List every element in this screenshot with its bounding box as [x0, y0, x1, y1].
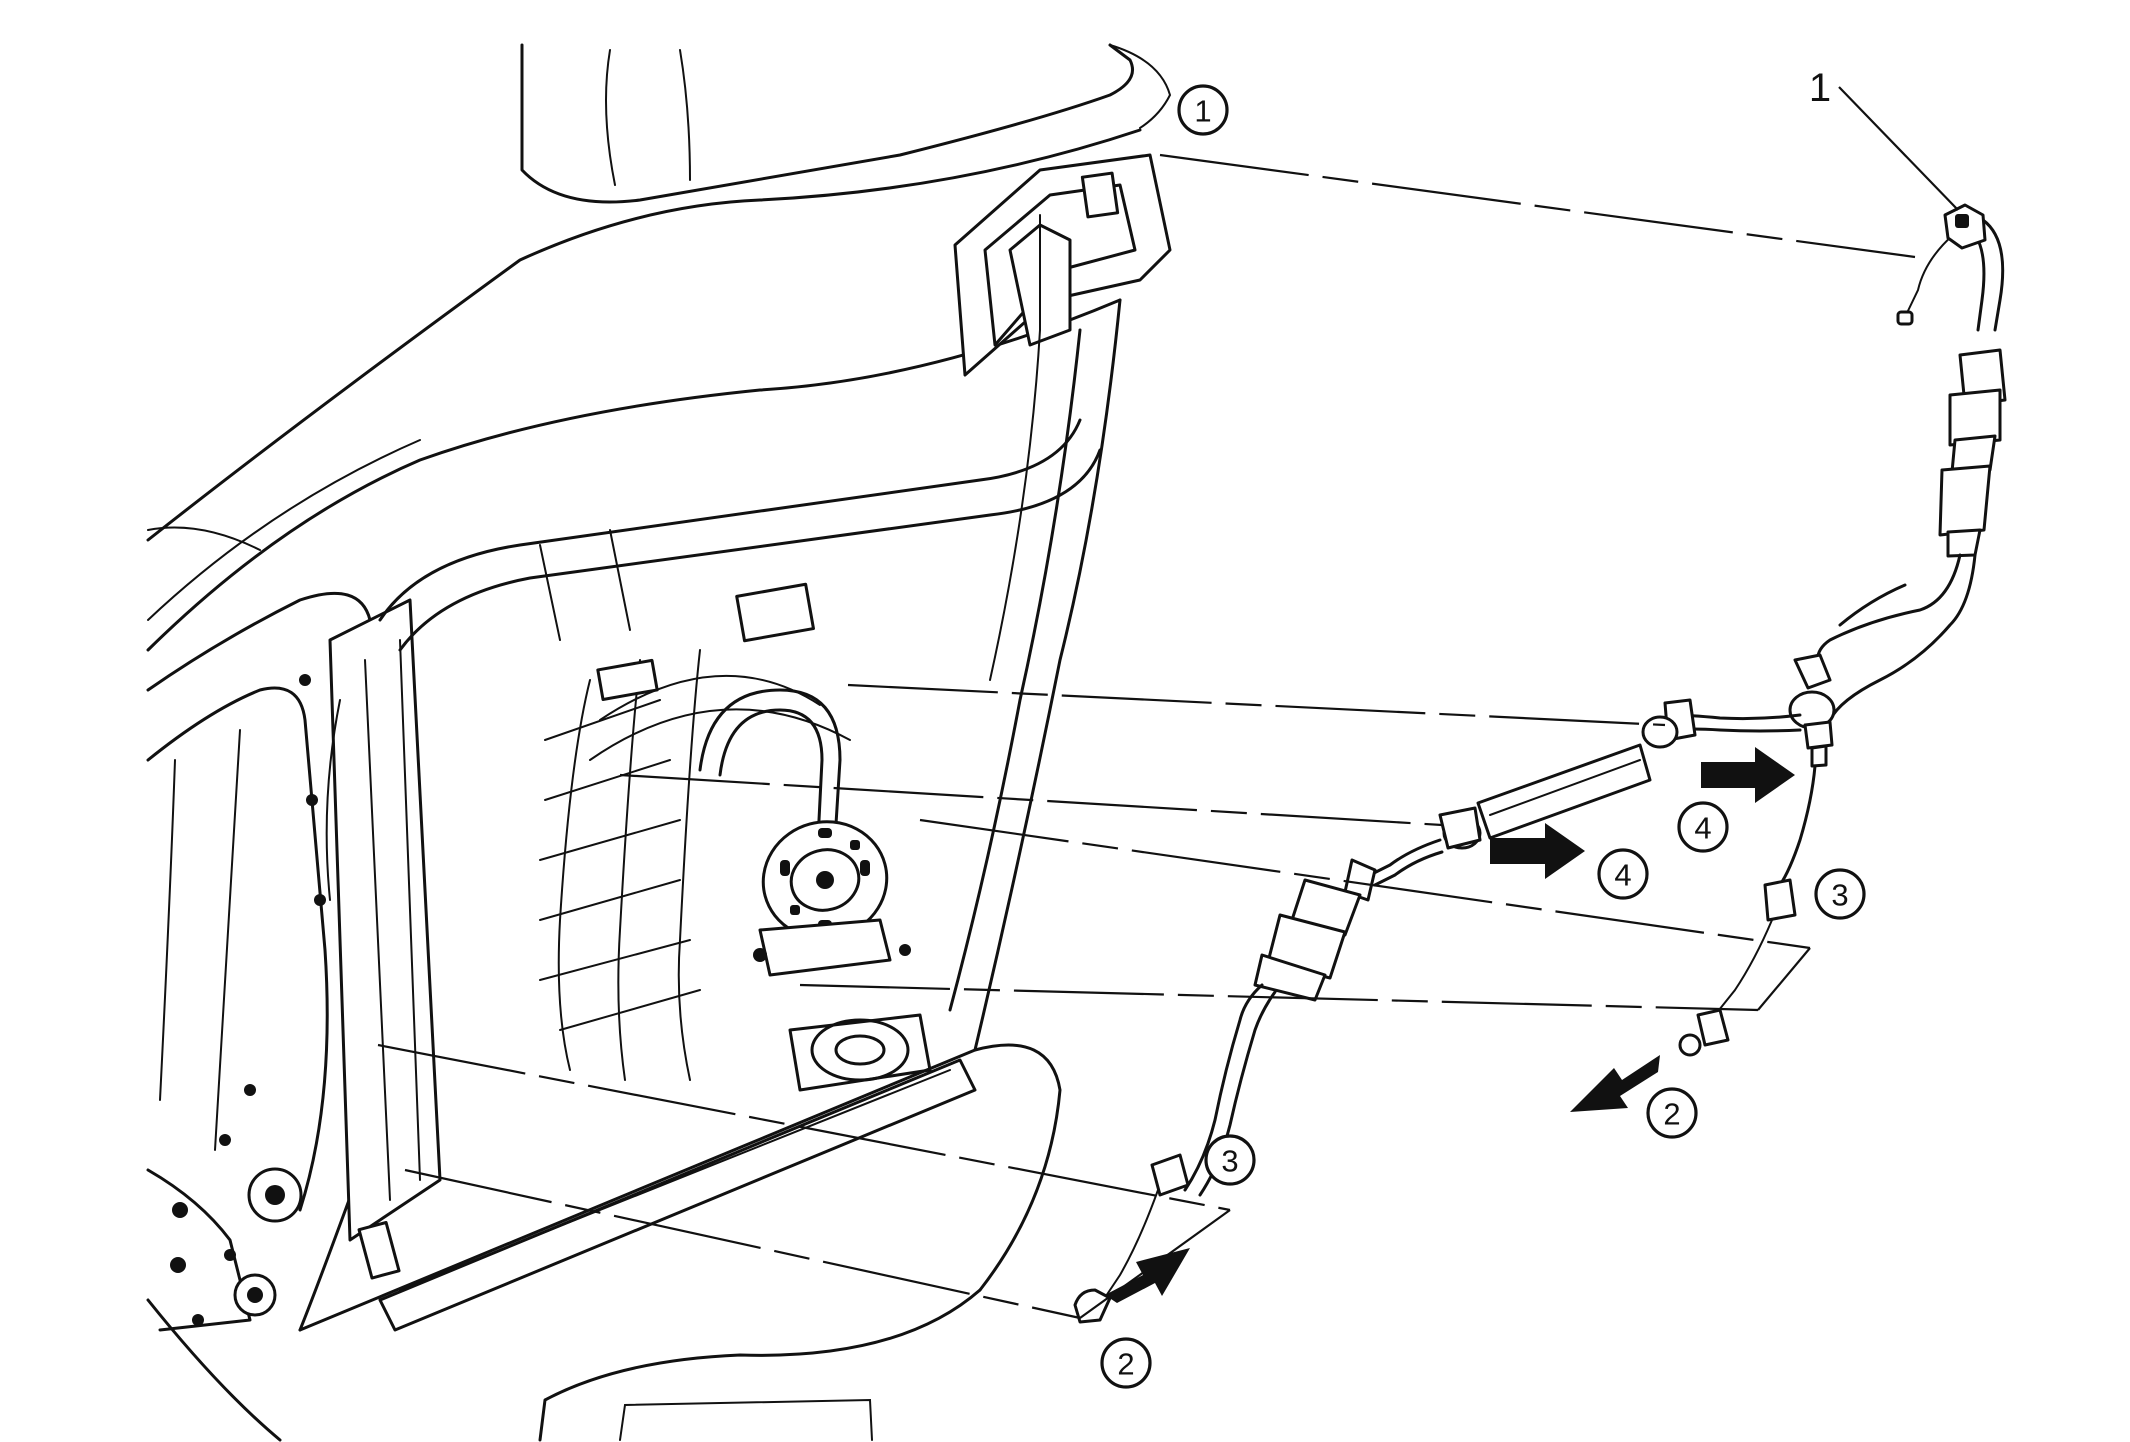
- callout-1: 1: [1177, 84, 1229, 136]
- lumbar-motor: [758, 820, 892, 977]
- svg-text:1: 1: [1194, 94, 1211, 129]
- harness-inline-connector: [1938, 348, 2007, 558]
- callout-4-lower: 4: [1597, 848, 1649, 900]
- svg-text:3: 3: [1831, 878, 1848, 913]
- wiring-harness: [1073, 203, 2007, 1324]
- callout-3-right: 3: [1814, 868, 1866, 920]
- svg-text:4: 4: [1694, 811, 1711, 846]
- callouts: 1 1 4 4 3 2 3 2: [1100, 66, 1866, 1389]
- svg-text:2: 2: [1117, 1347, 1134, 1382]
- direction-arrows: [1105, 747, 1795, 1303]
- harness-cylinder-connector: [1253, 858, 1377, 1002]
- seat-back-assembly: [146, 43, 1172, 1442]
- callout-4-upper: 4: [1677, 801, 1729, 853]
- svg-text:2: 2: [1663, 1097, 1680, 1132]
- leader-lines: [377, 86, 1959, 1320]
- callout-3-left: 3: [1204, 1134, 1256, 1186]
- arrow-right-icon: [1701, 747, 1795, 803]
- harness-top-connector: [1943, 203, 1987, 250]
- svg-text:4: 4: [1614, 858, 1631, 893]
- arrow-down-left-icon: [1570, 1055, 1660, 1112]
- arrow-up-right-icon: [1105, 1248, 1190, 1303]
- callout-2-left: 2: [1100, 1337, 1152, 1389]
- svg-text:3: 3: [1221, 1144, 1238, 1179]
- arrow-right-icon: [1490, 823, 1585, 879]
- part-number-label: 1: [1809, 66, 1831, 110]
- callout-2-right: 2: [1646, 1087, 1698, 1139]
- harness-t-junction: [1788, 653, 1836, 768]
